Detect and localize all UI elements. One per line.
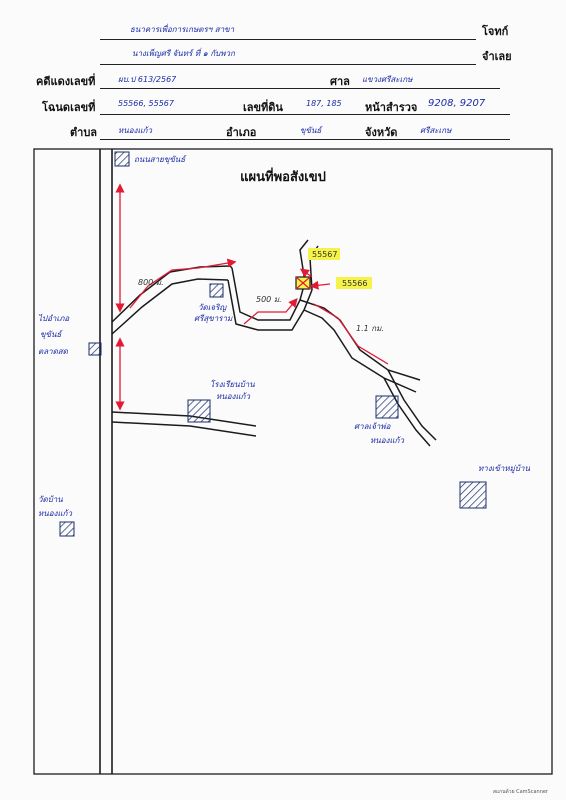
bottom-left-marker <box>59 521 75 537</box>
right-place-marker <box>459 481 487 509</box>
branch-road-lower <box>111 411 257 437</box>
defendant-line <box>100 64 476 65</box>
court-value: แขวงศรีสะเกษ <box>362 75 413 84</box>
deed-b-label: 55566 <box>342 279 368 288</box>
district-value: ขุขันธ์ <box>300 126 322 135</box>
province-label: จังหวัด <box>365 126 398 139</box>
map-title: แผนที่พอสังเขป <box>240 170 326 185</box>
shrine-marker <box>375 395 399 419</box>
bottom-left-label: วัดบ้าน <box>38 495 63 504</box>
top-place-marker <box>114 151 130 167</box>
main-road <box>99 149 113 774</box>
right-label: ทางเข้าหมู่บ้าน <box>478 464 530 473</box>
shrine-sub-label: หนองแก้ว <box>370 436 404 445</box>
deed-a-label: 55567 <box>312 250 338 259</box>
site-parcel <box>295 276 311 290</box>
west-place-marker <box>88 342 102 356</box>
defendant-label: จำเลย <box>482 50 512 63</box>
shrine-label: ศาลเจ้าพ่อ <box>354 422 391 431</box>
top-road-label: ถนนสายขุขันธ์ <box>134 155 186 164</box>
court-label: ศาล <box>330 75 350 88</box>
case-label: คดีแดงเลขที่ <box>36 75 96 88</box>
district-label: อำเภอ <box>226 126 257 139</box>
deed-label: โฉนดเลขที่ <box>42 101 96 114</box>
survey-value: 9208, 9207 <box>428 98 486 109</box>
temple-marker <box>209 283 224 298</box>
case-line <box>100 88 500 89</box>
west-sub2-label: ตลาดสด <box>38 347 68 356</box>
land-no-label: เลขที่ดิน <box>243 101 283 114</box>
plaintiff-line <box>100 39 476 40</box>
case-value: ผบ.ป 613/2567 <box>118 75 177 84</box>
province-value: ศรีสะเกษ <box>420 126 452 135</box>
deed-b-highlight <box>336 277 372 289</box>
school-marker <box>187 399 211 423</box>
dist-2-label: 500 ม. <box>256 295 282 304</box>
school-sub-label: หนองแก้ว <box>216 392 250 401</box>
survey-label: หน้าสำรวจ <box>365 101 418 114</box>
subdistrict-value: หนองแก้ว <box>118 126 152 135</box>
plaintiff-value: ธนาคารเพื่อการเกษตรฯ สาขา <box>130 25 235 34</box>
dist-1-label: 800 ม. <box>138 278 164 287</box>
subdistrict-label: ตำบล <box>70 126 98 139</box>
map-frame <box>33 148 553 775</box>
defendant-value: นางเพ็ญศรี จันทร์ ที่ ๑ กับพวก <box>132 49 235 58</box>
subdistrict-line <box>100 139 510 140</box>
temple-sub-label: ศรีสุขาราม <box>194 314 233 323</box>
dist-3-label: 1.1 กม. <box>356 324 384 333</box>
plaintiff-label: โจทก์ <box>482 25 509 38</box>
scanner-footer: สแกนด้วย CamScanner <box>492 789 548 795</box>
deed-value: 55566, 55567 <box>118 99 174 108</box>
deed-line <box>100 114 510 115</box>
distance-arrows <box>115 183 389 411</box>
deed-a-highlight <box>308 248 340 260</box>
west-sub-label: ขุขันธ์ <box>40 330 62 339</box>
school-label: โรงเรียนบ้าน <box>210 380 255 389</box>
bottom-left-sub-label: หนองแก้ว <box>38 509 72 518</box>
west-label: ไปอำเภอ <box>38 314 70 323</box>
temple-label: วัดเจริญ <box>198 303 227 312</box>
land-no-value: 187, 185 <box>306 99 342 108</box>
